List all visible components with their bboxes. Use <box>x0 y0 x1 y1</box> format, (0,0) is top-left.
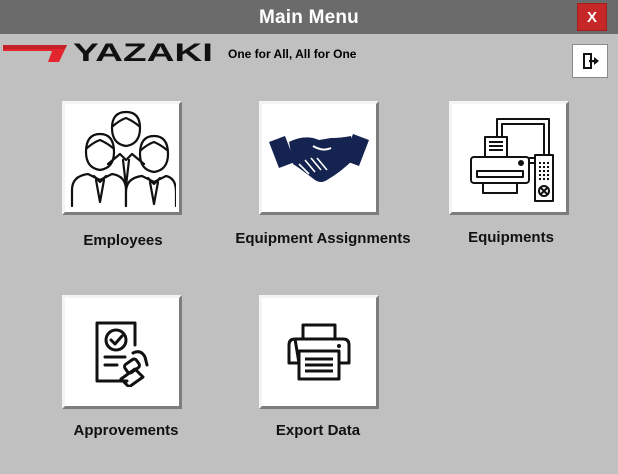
close-button[interactable]: X <box>577 3 607 31</box>
equipments-tile[interactable] <box>449 101 569 215</box>
export-data-label[interactable]: Export Data <box>275 422 361 439</box>
yazaki-logo: YAZAKI <box>3 39 213 67</box>
exit-button[interactable] <box>572 44 608 78</box>
equipments-label[interactable]: Equipments <box>468 229 554 246</box>
computer-equipment-icon <box>470 118 554 202</box>
approvements-label[interactable]: Approvements <box>73 422 179 439</box>
logo-wordmark: YAZAKI <box>73 39 213 67</box>
printer-icon <box>287 323 351 381</box>
equipment-assignments-label[interactable]: Equipment Assignments <box>235 230 411 247</box>
employees-group-icon <box>70 110 176 208</box>
exit-door-icon <box>583 53 599 69</box>
employees-tile[interactable] <box>62 101 182 215</box>
logo-swoosh <box>3 45 67 62</box>
brand-slogan: One for All, All for One <box>228 47 357 61</box>
window-title: Main Menu <box>259 7 359 28</box>
approval-stamp-icon <box>95 321 149 387</box>
export-data-tile[interactable] <box>259 295 379 409</box>
handshake-icon <box>269 134 369 182</box>
approvements-tile[interactable] <box>62 295 182 409</box>
equipment-assignments-tile[interactable] <box>259 101 379 215</box>
employees-label[interactable]: Employees <box>83 232 163 249</box>
title-bar: Main Menu X <box>0 0 618 34</box>
